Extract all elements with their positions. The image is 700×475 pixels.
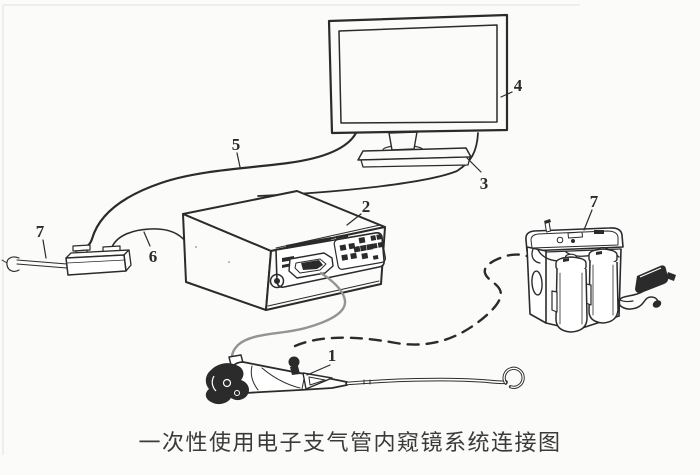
scope-connector-port (288, 252, 334, 279)
dpad-key-up (358, 236, 366, 244)
power-button-ring (269, 273, 285, 289)
suction-valve-stem (290, 366, 300, 375)
dpad-key-center (359, 244, 367, 252)
leader-line-2 (346, 213, 362, 226)
ref-label-endoscope: 1 (328, 346, 337, 365)
panel-key (341, 254, 349, 261)
pedal-side-piece (666, 272, 676, 281)
connector-plug (301, 260, 323, 270)
dpad-key-left (353, 246, 361, 253)
panel-key (339, 244, 347, 251)
monitor-stand-base-top (357, 147, 472, 161)
pedal-switch (617, 265, 676, 310)
block-front-face (65, 254, 127, 276)
port-cap (72, 244, 91, 252)
link-cable-6 (111, 228, 187, 248)
panel-key (370, 235, 377, 241)
pump-top-knob (571, 239, 575, 243)
pedal-body (635, 265, 669, 294)
scan-border (2, 4, 580, 455)
figure-caption: 一次性使用电子支气管内窥镜系统连接图 (138, 430, 562, 455)
processor-bottom-edge-line (267, 280, 380, 307)
ref-label-main-cable: 5 (232, 135, 241, 154)
pedal-highlight (639, 267, 662, 278)
leader-line-5 (236, 152, 241, 168)
suction-pump (525, 219, 676, 333)
pump-top-detail (567, 231, 583, 239)
connector-tube-line (16, 259, 68, 265)
connector-tube-line (16, 263, 68, 269)
knob-detail (222, 378, 232, 388)
collection-bottle-right (585, 246, 619, 324)
tube-connector-block (1, 244, 132, 276)
panel-key (376, 234, 383, 240)
control-knob-cluster (205, 363, 250, 405)
suction-valve-button (288, 356, 300, 368)
monitor-cable-3 (257, 132, 479, 197)
panel-key (350, 252, 358, 260)
block-front-line (66, 259, 126, 264)
ref-label-monitor: 4 (514, 76, 523, 95)
dpad-key-down (361, 252, 369, 260)
leader-line-6 (143, 231, 151, 247)
cable-connector-tip (652, 300, 662, 308)
handle-detail-line (250, 365, 259, 391)
leader-line-7-left (42, 239, 47, 259)
ref-label-monitor-cable: 3 (480, 174, 489, 193)
monitor (327, 13, 509, 168)
collection-bottle-left (551, 253, 588, 333)
pump-handle-hole (531, 270, 543, 296)
dpad-key-right (366, 243, 374, 251)
tube-end-barb (1, 259, 8, 264)
panel-key (348, 242, 356, 250)
monitor-stand-neck (388, 131, 418, 151)
tube-end-hook (6, 256, 20, 272)
bottle-cap-clamp (596, 251, 602, 255)
monitor-stand-base-bottom (360, 156, 471, 168)
pump-top-vent (594, 230, 604, 234)
connector-inner (294, 258, 327, 274)
pedal-tube (617, 298, 634, 303)
knob-detail (211, 375, 217, 392)
panel-key (377, 241, 384, 248)
ref-label-processor: 2 (362, 197, 371, 216)
panel-key-cluster (333, 232, 387, 270)
image-processor (182, 190, 387, 311)
insertion-tube-curl-highlight (503, 367, 524, 388)
main-cable-5 (79, 131, 358, 249)
panel-key (371, 242, 378, 249)
handle-grip-triangle-inner (308, 376, 326, 386)
speckle-dot (228, 261, 230, 263)
bottle-clip (551, 290, 558, 313)
pump-lever-tip (544, 219, 551, 224)
panel-vent-strip (336, 234, 348, 239)
pedal-cable (618, 291, 659, 310)
bottle-body (555, 268, 588, 333)
leader-line-7-right (583, 209, 593, 231)
monitor-screen (338, 24, 498, 124)
pump-left-face (526, 246, 547, 324)
ref-label-link-cable: 6 (149, 247, 158, 266)
leader-line-1 (306, 364, 331, 376)
speckle-dot (195, 246, 197, 248)
bottle-body (588, 260, 619, 324)
ref-label-suction-pump: 7 (590, 192, 599, 211)
ref-label-tube-connector: 7 (36, 222, 45, 241)
leader-line-3 (466, 157, 482, 173)
knob-detail (234, 390, 240, 396)
leader-line-4 (500, 91, 513, 98)
pump-top-panel-rim (530, 230, 619, 249)
panel-vent-strip (286, 237, 331, 249)
panel-key (372, 254, 379, 260)
endoscope (205, 354, 525, 405)
reference-labels: 1 2 3 4 5 6 7 7 (36, 76, 599, 376)
insertion-tube-highlight (346, 378, 507, 385)
power-button (274, 278, 280, 284)
handle-detail-line (261, 367, 301, 389)
pump-tube (531, 248, 541, 264)
pump-top-knob (556, 236, 564, 244)
scope-umbilical-cable (230, 271, 347, 365)
bottle-cap-clamp (563, 258, 569, 262)
